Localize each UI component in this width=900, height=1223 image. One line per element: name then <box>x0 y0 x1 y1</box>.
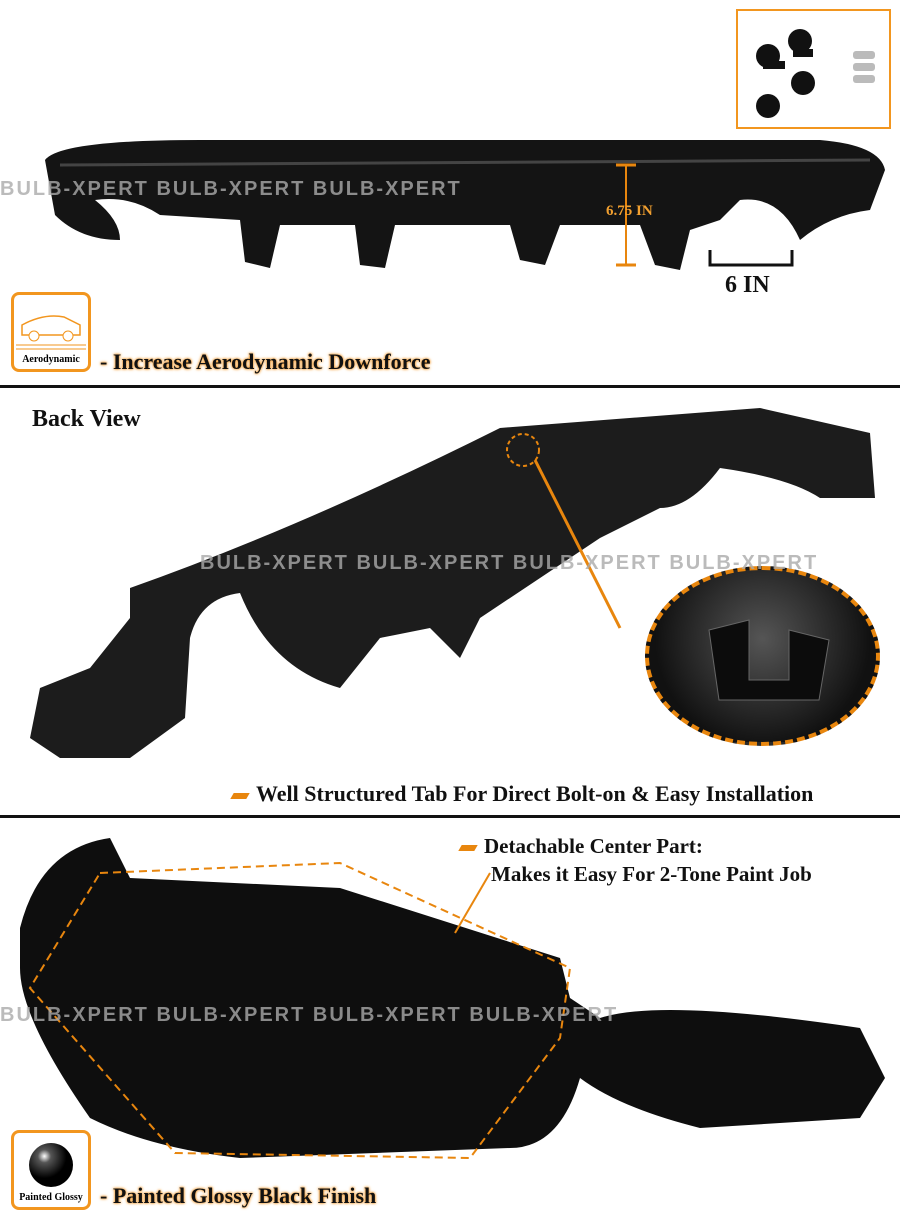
back-view-title: Back View <box>32 406 141 432</box>
detachable-callout: Detachable Center Part: Makes it Easy Fo… <box>458 832 812 888</box>
bullet-icon <box>230 792 250 799</box>
width-dimension: 6 IN <box>725 272 770 298</box>
aerodynamic-badge: Aerodynamic <box>11 292 91 372</box>
divider <box>0 815 900 818</box>
diffuser-back-image <box>30 408 875 758</box>
watermark: BULB-XPERT BULB-XPERT BULB-XPERT BULB-XP… <box>200 552 819 574</box>
divider <box>0 385 900 388</box>
diffuser-glossy-image <box>20 838 885 1160</box>
clips-screws-image <box>756 29 875 118</box>
diffuser-front-image <box>45 140 885 270</box>
callout-line-1: Detachable Center Part: <box>484 834 703 858</box>
glossy-caption: - Painted Glossy Black Finish <box>100 1183 377 1208</box>
width-dimension-marker <box>708 250 794 267</box>
height-dimension-marker <box>616 163 636 267</box>
bullet-icon <box>458 845 478 852</box>
painted-glossy-badge: Painted Glossy <box>11 1130 91 1210</box>
callout-line-2: Makes it Easy For 2-Tone Paint Job <box>491 862 812 886</box>
tab-closeup-image <box>708 619 830 701</box>
installation-caption-text: Well Structured Tab For Direct Bolt-on &… <box>256 781 814 806</box>
installation-caption: Well Structured Tab For Direct Bolt-on &… <box>230 781 814 807</box>
tab-closeup-inset <box>645 566 880 746</box>
hardware-inset <box>736 9 891 129</box>
back-view-panel: Back View BULB-XPERT BULB-XPERT BULB-XPE… <box>0 388 900 815</box>
aerodynamic-caption: - Increase Aerodynamic Downforce <box>100 349 431 374</box>
car-airflow-icon <box>16 315 86 350</box>
watermark: BULB-XPERT BULB-XPERT BULB-XPERT BULB-XP… <box>0 1004 619 1026</box>
height-dimension: 6.75 IN <box>606 203 653 219</box>
glossy-panel: BULB-XPERT BULB-XPERT BULB-XPERT BULB-XP… <box>0 818 900 1223</box>
watermark: BULB-XPERT BULB-XPERT BULB-XPERT <box>0 178 462 200</box>
callout-line <box>506 433 622 629</box>
front-view-panel: BULB-XPERT BULB-XPERT BULB-XPERT 6.75 IN… <box>0 0 900 385</box>
glossy-ball-icon <box>29 1143 73 1187</box>
badge-label: Painted Glossy <box>19 1192 83 1203</box>
badge-label: Aerodynamic <box>22 354 80 365</box>
